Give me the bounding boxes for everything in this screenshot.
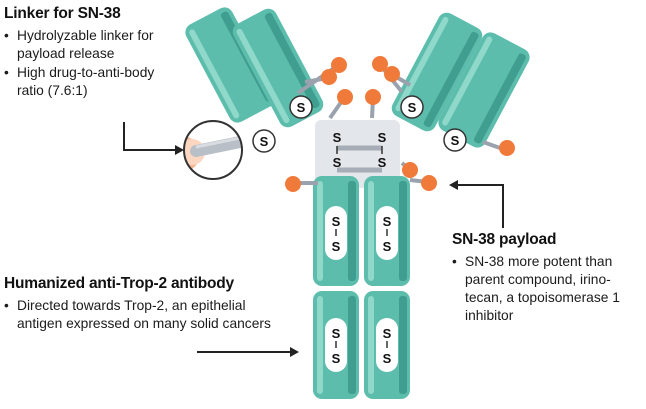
linker-annotation: Linker for SN-38 Hydrolyzable linker for…	[4, 4, 180, 101]
fab-arm-right	[391, 12, 530, 148]
linker-bullets: Hydrolyzable linker for payload release …	[4, 27, 180, 100]
linker-payloads	[285, 56, 515, 192]
svg-text:S: S	[378, 155, 387, 170]
disulfide-markers: S S S S S S S S S S	[252, 95, 467, 372]
svg-text:S: S	[383, 326, 392, 341]
payload-bullet-1: SN-38 more potent than parent compound, …	[452, 253, 642, 325]
svg-text:S: S	[333, 155, 342, 170]
svg-text:S: S	[332, 239, 341, 254]
svg-text:S: S	[332, 326, 341, 341]
arm-disulfide-left-2: S	[289, 95, 313, 119]
payload-arrow	[456, 184, 504, 228]
svg-text:S: S	[332, 214, 341, 229]
payload-bullets: SN-38 more potent than parent compound, …	[452, 253, 642, 325]
linker-arrow	[123, 122, 178, 151]
antibody-heading: Humanized anti-Trop-2 antibody	[4, 275, 234, 292]
hinge-disulfide-left: S S	[333, 130, 342, 170]
domain-disulfide-3: S S	[325, 318, 347, 372]
svg-text:S: S	[383, 239, 392, 254]
arrows	[123, 122, 504, 357]
arm-disulfide-left-1: S	[252, 129, 276, 153]
antibody-bullets: Directed towards Trop-2, an epithelial a…	[4, 297, 286, 333]
svg-text:S: S	[297, 100, 306, 115]
arm-disulfide-right-1: S	[400, 95, 424, 119]
svg-text:S: S	[332, 351, 341, 366]
domain-disulfide-4: S S	[376, 318, 398, 372]
hinge-disulfide-right: S S	[378, 130, 387, 170]
payload-heading: SN-38 payload	[452, 231, 557, 248]
linker-heading: Linker for SN-38	[4, 5, 121, 22]
domain-disulfide-2: S S	[376, 206, 398, 260]
svg-text:S: S	[383, 351, 392, 366]
antibody-bullet-1: Directed towards Trop-2, an epithelial a…	[4, 297, 286, 333]
svg-text:S: S	[408, 100, 417, 115]
svg-text:S: S	[333, 130, 342, 145]
svg-text:S: S	[451, 133, 460, 148]
linker-zoom-circle	[183, 120, 243, 180]
svg-text:S: S	[378, 130, 387, 145]
svg-text:S: S	[383, 214, 392, 229]
linker-bullet-1: Hydrolyzable linker for payload release	[4, 27, 180, 63]
svg-text:S: S	[260, 134, 269, 149]
payload-annotation: SN-38 payload SN-38 more potent than par…	[452, 230, 642, 326]
domain-disulfide-1: S S	[325, 206, 347, 260]
linker-bullet-2: High drug-to-anti-body ratio (7.6:1)	[4, 64, 180, 100]
arm-disulfide-right-2: S	[443, 128, 467, 152]
hinge-region	[315, 120, 400, 188]
antibody-annotation: Humanized anti-Trop-2 antibody Directed …	[4, 274, 286, 334]
